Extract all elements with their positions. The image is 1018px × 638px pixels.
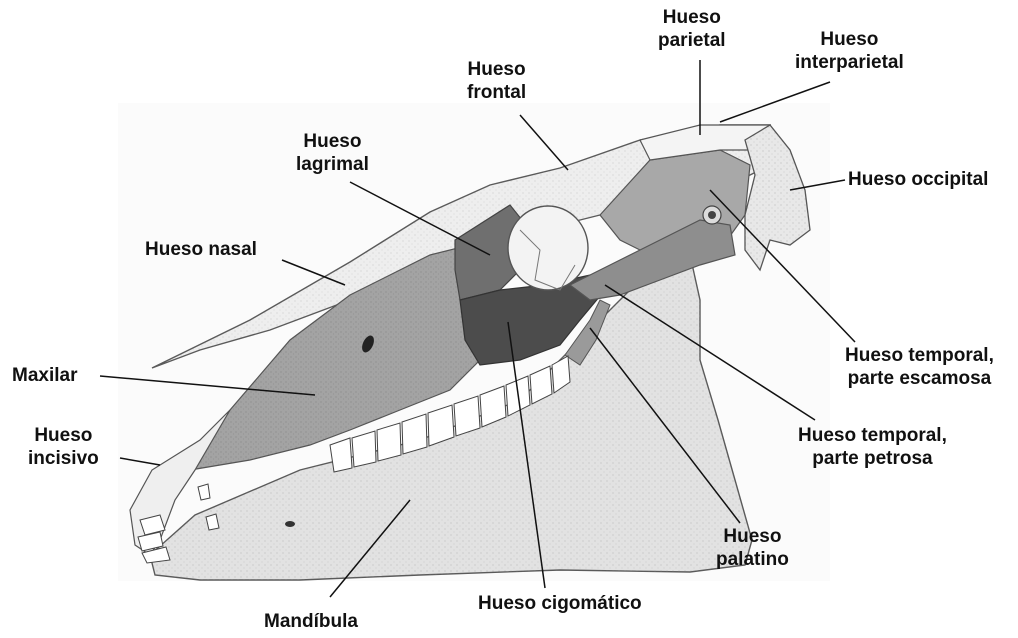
mental-foramen — [285, 521, 295, 527]
label-temporal-escamosa: Hueso temporal, parte escamosa — [845, 344, 994, 390]
label-lagrimal: Hueso lagrimal — [296, 130, 369, 176]
label-temporal-petrosa: Hueso temporal, parte petrosa — [798, 424, 947, 470]
label-maxilar: Maxilar — [12, 364, 77, 387]
label-cigomatico: Hueso cigomático — [478, 592, 642, 615]
label-occipital: Hueso occipital — [848, 168, 988, 191]
label-parietal: Hueso parietal — [658, 6, 726, 52]
label-interparietal: Hueso interparietal — [795, 28, 904, 74]
label-frontal: Hueso frontal — [467, 58, 526, 104]
label-nasal: Hueso nasal — [145, 238, 257, 261]
label-mandibula: Mandíbula — [264, 610, 358, 633]
orbit — [508, 206, 588, 290]
label-incisivo: Hueso incisivo — [28, 424, 99, 470]
label-palatino: Hueso palatino — [716, 525, 789, 571]
